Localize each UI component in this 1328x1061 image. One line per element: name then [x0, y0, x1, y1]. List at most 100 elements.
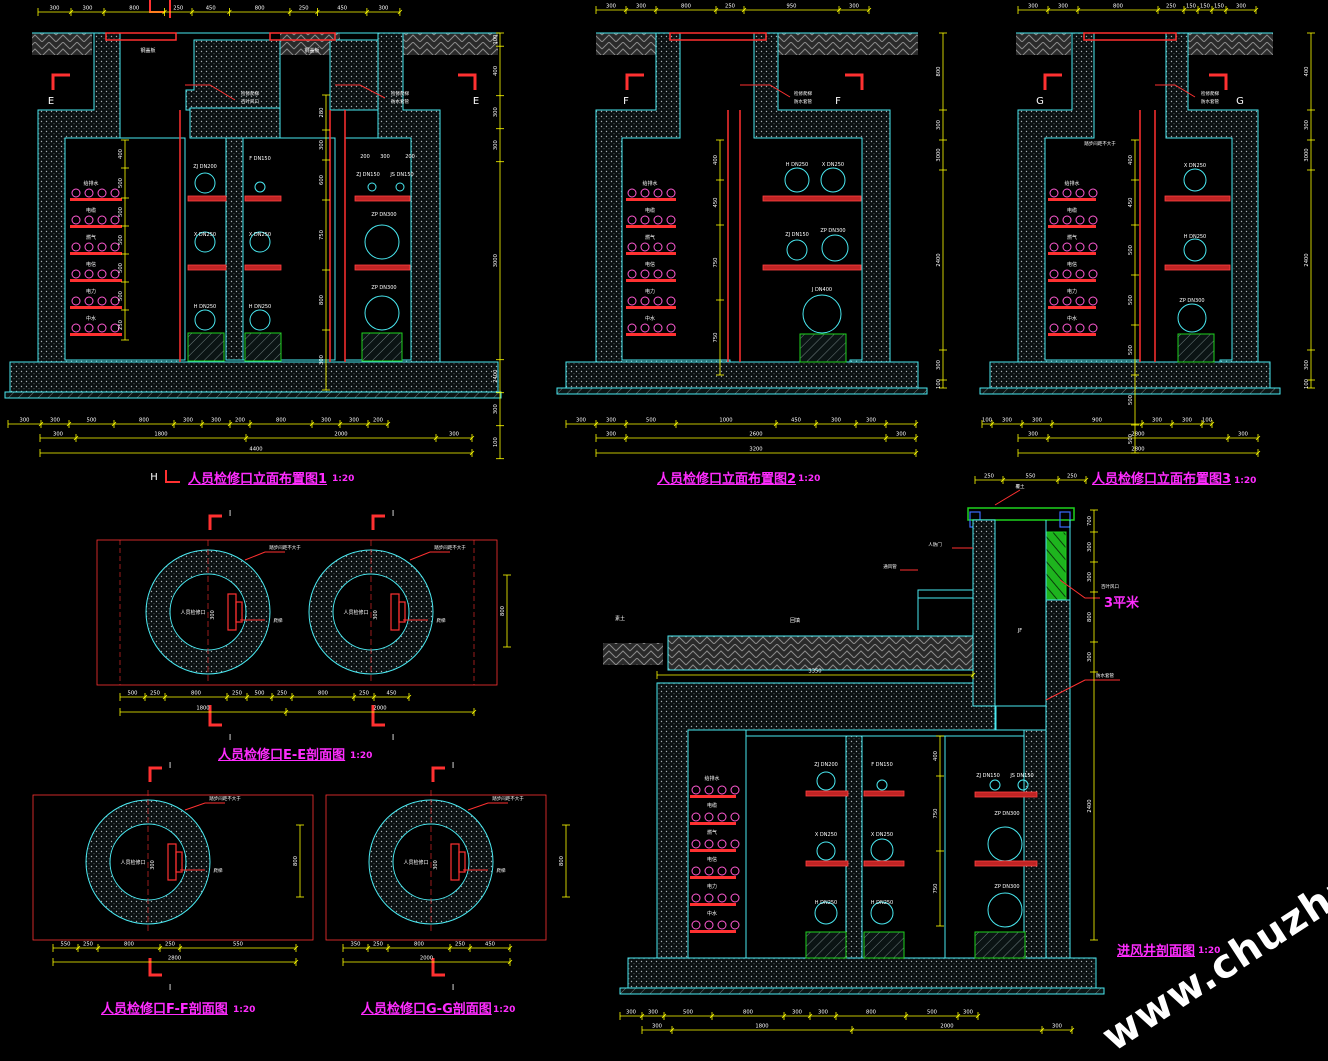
vent-pipe: [870, 838, 894, 862]
elev3-dim-b2-slash: [1045, 435, 1051, 441]
elev1-pipe-label: X DN250: [194, 232, 216, 238]
elev1-w: 300: [380, 154, 390, 160]
secF-dim-total-label: 2800: [168, 956, 181, 962]
elev2-tray-rung: [626, 198, 676, 201]
elev2-pipe-label: J DN400: [811, 287, 832, 293]
vent-dim-b2-slash: [669, 1027, 675, 1033]
elev1-dim-b1-label: 300: [321, 418, 331, 424]
elev2-dim-total-label: 3200: [749, 447, 762, 453]
elev1-dim-i-label: 250: [118, 320, 124, 330]
elev2-dim-b1-slash: [623, 421, 629, 427]
elev1-wall-left: [37, 32, 181, 363]
vent-dim-b1-slash: [807, 1013, 813, 1019]
elev3-dim-b1-slash: [1139, 421, 1145, 427]
elev3-cover: [1083, 32, 1177, 41]
elev3-dim-b1-label: 900: [1092, 418, 1102, 424]
elev3-dim-top-slash: [1195, 7, 1201, 13]
elev2-dim-top-slash: [866, 7, 872, 13]
vent-dim-top-slash: [1083, 477, 1089, 483]
vent-wall-b: [1045, 599, 1071, 969]
secG-leader: [467, 802, 508, 811]
elev1-dim-b1-slash: [365, 421, 371, 427]
elev3-dim-top-label: 300: [1058, 4, 1068, 10]
elev3-tray-cable: [1088, 296, 1098, 306]
elev3-tray-cable: [1049, 296, 1059, 306]
elev2-tray-label: 燃气: [645, 234, 655, 241]
vent-dim-mid-slash: [970, 672, 976, 678]
elev1-pipe: [194, 172, 216, 194]
elev3-dim-b1-slash: [1049, 421, 1055, 427]
elev2-tray-label: 中水: [645, 315, 655, 322]
elev1-dim-b2-slash: [433, 435, 439, 441]
elev3-tray-label: 燃气: [1067, 234, 1077, 241]
elev1-note: 钢盖板: [140, 47, 155, 54]
secE-mark: I: [229, 733, 231, 742]
scale-elev3: 1:20: [1234, 476, 1257, 486]
elev1-pipe: [194, 309, 216, 331]
vent-pipe-label: ZP DN300: [994, 884, 1019, 890]
vent-tray-cable: [730, 839, 740, 849]
vent-pipe: [876, 779, 888, 791]
elev3-cut-mark: [1209, 73, 1228, 90]
vent-note: 百叶风口: [1101, 583, 1119, 590]
elev1-dim-total-label: 4400: [249, 447, 262, 453]
elev1-pier: [244, 332, 282, 362]
secF-dim-total-slash: [293, 959, 299, 965]
elev1-dim-b1-slash: [309, 421, 315, 427]
elev3-note: 踏步间距不大于: [1084, 140, 1116, 147]
elev1-dim-b1-slash: [199, 421, 205, 427]
elev3-dim-i-label: 500: [1128, 434, 1134, 444]
elev3-dim-b1-label: 100: [1202, 418, 1212, 424]
elev2-dim-top-label: 250: [725, 4, 735, 10]
elev1-dim-b1-label: 500: [87, 418, 97, 424]
elev2-pipe: [802, 294, 842, 334]
vent-pipe: [987, 892, 1023, 928]
vent-dim-top-slash: [1000, 477, 1006, 483]
secE-dim-total-label: 1800: [196, 706, 209, 712]
elev3-dim-top-slash: [1075, 7, 1081, 13]
secE-dim-b-label: 250: [359, 691, 369, 697]
elev3-tray-cable: [1088, 323, 1098, 333]
elev1-tray-rung: [70, 225, 122, 228]
elev2-dim-b1-slash: [883, 421, 889, 427]
title-vent-section: 进风井剖面图: [1117, 944, 1196, 959]
vent-dim-r-label: 300: [1087, 652, 1093, 662]
elev1-tray-cable: [71, 215, 81, 225]
secE-leader: [244, 551, 285, 561]
elev2-tray-cable: [640, 269, 650, 279]
elev2-dim-top-slash: [713, 7, 719, 13]
vent-tray-rung: [690, 822, 736, 825]
vent-tray-label: 电缆: [707, 802, 717, 809]
secF-note: 踏步间距不大于: [209, 795, 241, 802]
vent-tray-cable: [730, 920, 740, 930]
elev2-tray-cable: [627, 242, 637, 252]
vent-col: [845, 735, 863, 959]
elev1-dim-top-label: 300: [50, 6, 60, 12]
elev1-shelf: [354, 264, 411, 271]
elev1-dim-top-label: 300: [378, 6, 388, 12]
secE-dim-total-label: 2000: [373, 706, 386, 712]
elev1-tray-cable: [84, 242, 94, 252]
vent-note: 人防门: [928, 541, 942, 548]
elev2-dim-total-slash: [913, 450, 919, 456]
elev1-tray-cable: [84, 215, 94, 225]
elev1-pipe: [364, 295, 400, 331]
secF-dim-b-slash: [75, 945, 81, 951]
vent-tray-label: 电力: [707, 883, 717, 890]
elev1-pipe: [249, 309, 271, 331]
elev1-tray-rung: [70, 198, 122, 201]
elev1-tray-cable: [97, 269, 107, 279]
elev1-pipe: [249, 231, 271, 253]
elev2-tray-cable: [640, 242, 650, 252]
secE-dim-b-slash: [289, 694, 295, 700]
secE-note: 爬梯: [437, 617, 446, 624]
elev2-dim-b2-label: 2600: [749, 432, 762, 438]
elev2-tray-rung: [626, 279, 676, 282]
secG-dim-b-slash: [467, 945, 473, 951]
elev2-dim-i-label: 450: [713, 198, 719, 208]
elev3-dim-r-label: 2400: [1304, 253, 1310, 266]
elev1-pipe-label: ZJ DN150: [356, 172, 380, 178]
elev1-shelf: [354, 195, 411, 202]
elev1-cut-mark: [149, 0, 165, 13]
elev1-mark: E: [48, 96, 54, 107]
